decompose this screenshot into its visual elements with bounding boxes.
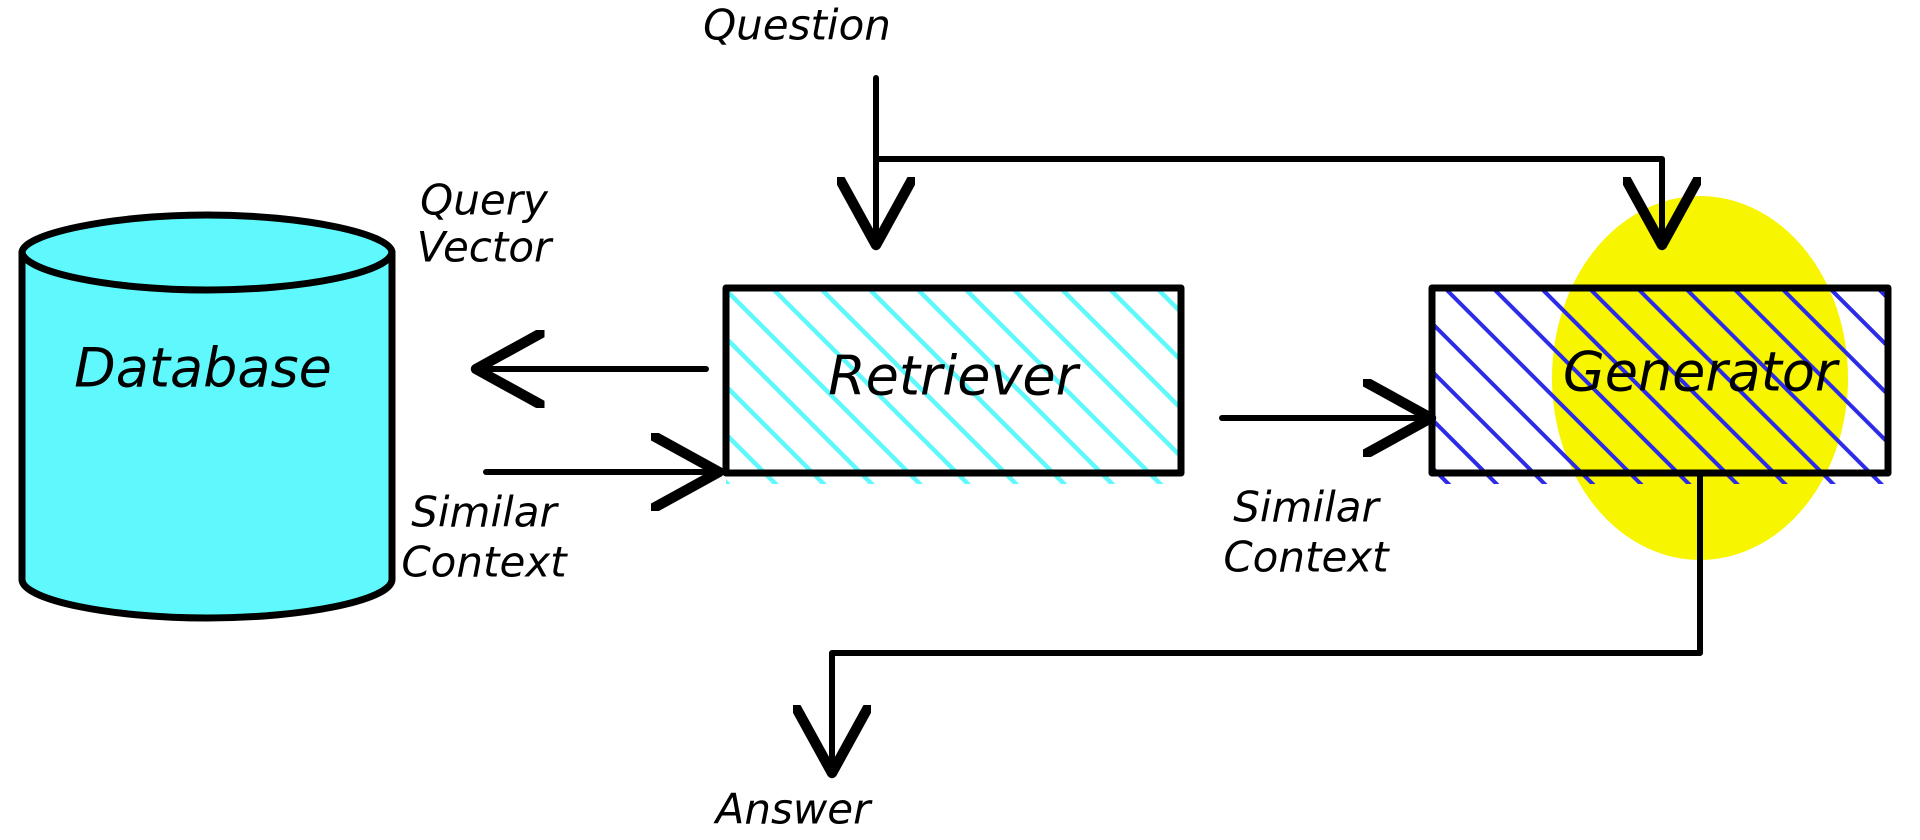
edge-generator-to-answer bbox=[832, 470, 1703, 760]
query-vector-label-line2: Vector bbox=[417, 223, 554, 272]
retriever-label: Retriever bbox=[828, 345, 1081, 408]
node-generator[interactable]: Generator bbox=[1428, 196, 1892, 560]
answer-arrow bbox=[832, 470, 1703, 760]
db-similar-label-line2: Context bbox=[401, 538, 568, 587]
gen-similar-label-line2: Context bbox=[1223, 533, 1390, 582]
node-retriever[interactable]: Retriever bbox=[722, 284, 1185, 484]
database-body bbox=[18, 211, 396, 622]
database-label: Database bbox=[74, 337, 332, 400]
edge-question-to-generator bbox=[873, 156, 1662, 232]
retriever-hatch-overflow bbox=[726, 288, 1181, 484]
question-label: Question bbox=[703, 1, 891, 50]
database-top-ellipse bbox=[18, 248, 396, 294]
answer-label: Answer bbox=[713, 785, 873, 834]
db-similar-label-line1: Similar bbox=[411, 488, 559, 537]
query-vector-label-line1: Query bbox=[420, 176, 549, 225]
generator-label: Generator bbox=[1563, 341, 1840, 404]
generator-hatch-overflow bbox=[1432, 288, 1888, 484]
node-database[interactable]: Database bbox=[18, 211, 396, 622]
gen-similar-label-line1: Similar bbox=[1233, 483, 1381, 532]
question-branch-arrow bbox=[873, 156, 1662, 232]
retriever-border bbox=[722, 284, 1185, 477]
